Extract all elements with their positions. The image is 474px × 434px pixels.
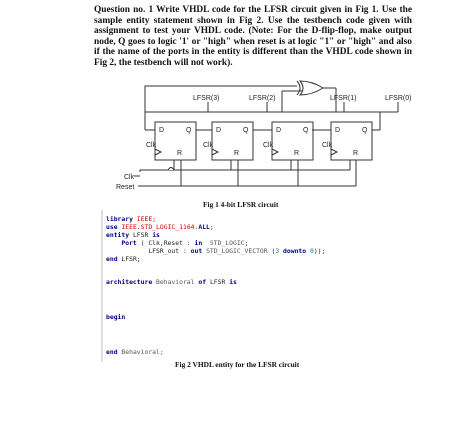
- svg-text:R: R: [353, 150, 358, 157]
- label-lfsr3: LFSR(3): [193, 95, 219, 102]
- svg-text:Q: Q: [362, 127, 368, 134]
- svg-text:Clk: Clk: [263, 142, 274, 149]
- clock-wire: [139, 160, 175, 172]
- svg-text:Q: Q: [243, 127, 249, 134]
- svg-text:D: D: [216, 127, 221, 134]
- svg-text:Q: Q: [303, 127, 309, 134]
- reset-input-label: Reset: [116, 184, 134, 191]
- flipflop-0: [330, 121, 373, 161]
- label-lfsr2: LFSR(2): [249, 95, 275, 102]
- figure1-caption: Fig 1 4-bit LFSR circuit: [203, 200, 279, 209]
- code-block-entity: library IEEE; use IEEE.STD_LOGIC_1164.AL…: [106, 215, 326, 263]
- feedback-wire: [144, 85, 297, 130]
- flipflop-3: [154, 121, 197, 161]
- svg-text:Q: Q: [186, 127, 192, 134]
- figure2-caption: Fig 2 VHDL entity for the LFSR circuit: [175, 360, 300, 369]
- svg-text:D: D: [335, 127, 340, 134]
- svg-text:Clk: Clk: [203, 142, 214, 149]
- question-text: Question no. 1 Write VHDL code for the L…: [94, 5, 412, 68]
- svg-text:R: R: [234, 150, 239, 157]
- svg-text:R: R: [177, 150, 182, 157]
- code-architecture-line: architecture Behavioral of LFSR is: [106, 278, 237, 286]
- svg-text:Clk: Clk: [146, 142, 157, 149]
- clk-input-label: Clk: [124, 174, 135, 181]
- flipflop-2: [211, 121, 254, 161]
- flipflop-1: [271, 121, 314, 161]
- label-lfsr1: LFSR(1): [330, 95, 356, 102]
- label-lfsr0: LFSR(0): [385, 95, 411, 102]
- svg-text:Clk: Clk: [322, 142, 333, 149]
- svg-text:R: R: [294, 150, 299, 157]
- code-begin-line: begin: [106, 313, 126, 321]
- svg-text:D: D: [159, 127, 164, 134]
- code-end-line: end Behavioral;: [106, 348, 164, 356]
- xor-gate: [298, 80, 324, 96]
- svg-text:D: D: [276, 127, 281, 134]
- xor-gate-back-arc: [296, 80, 301, 96]
